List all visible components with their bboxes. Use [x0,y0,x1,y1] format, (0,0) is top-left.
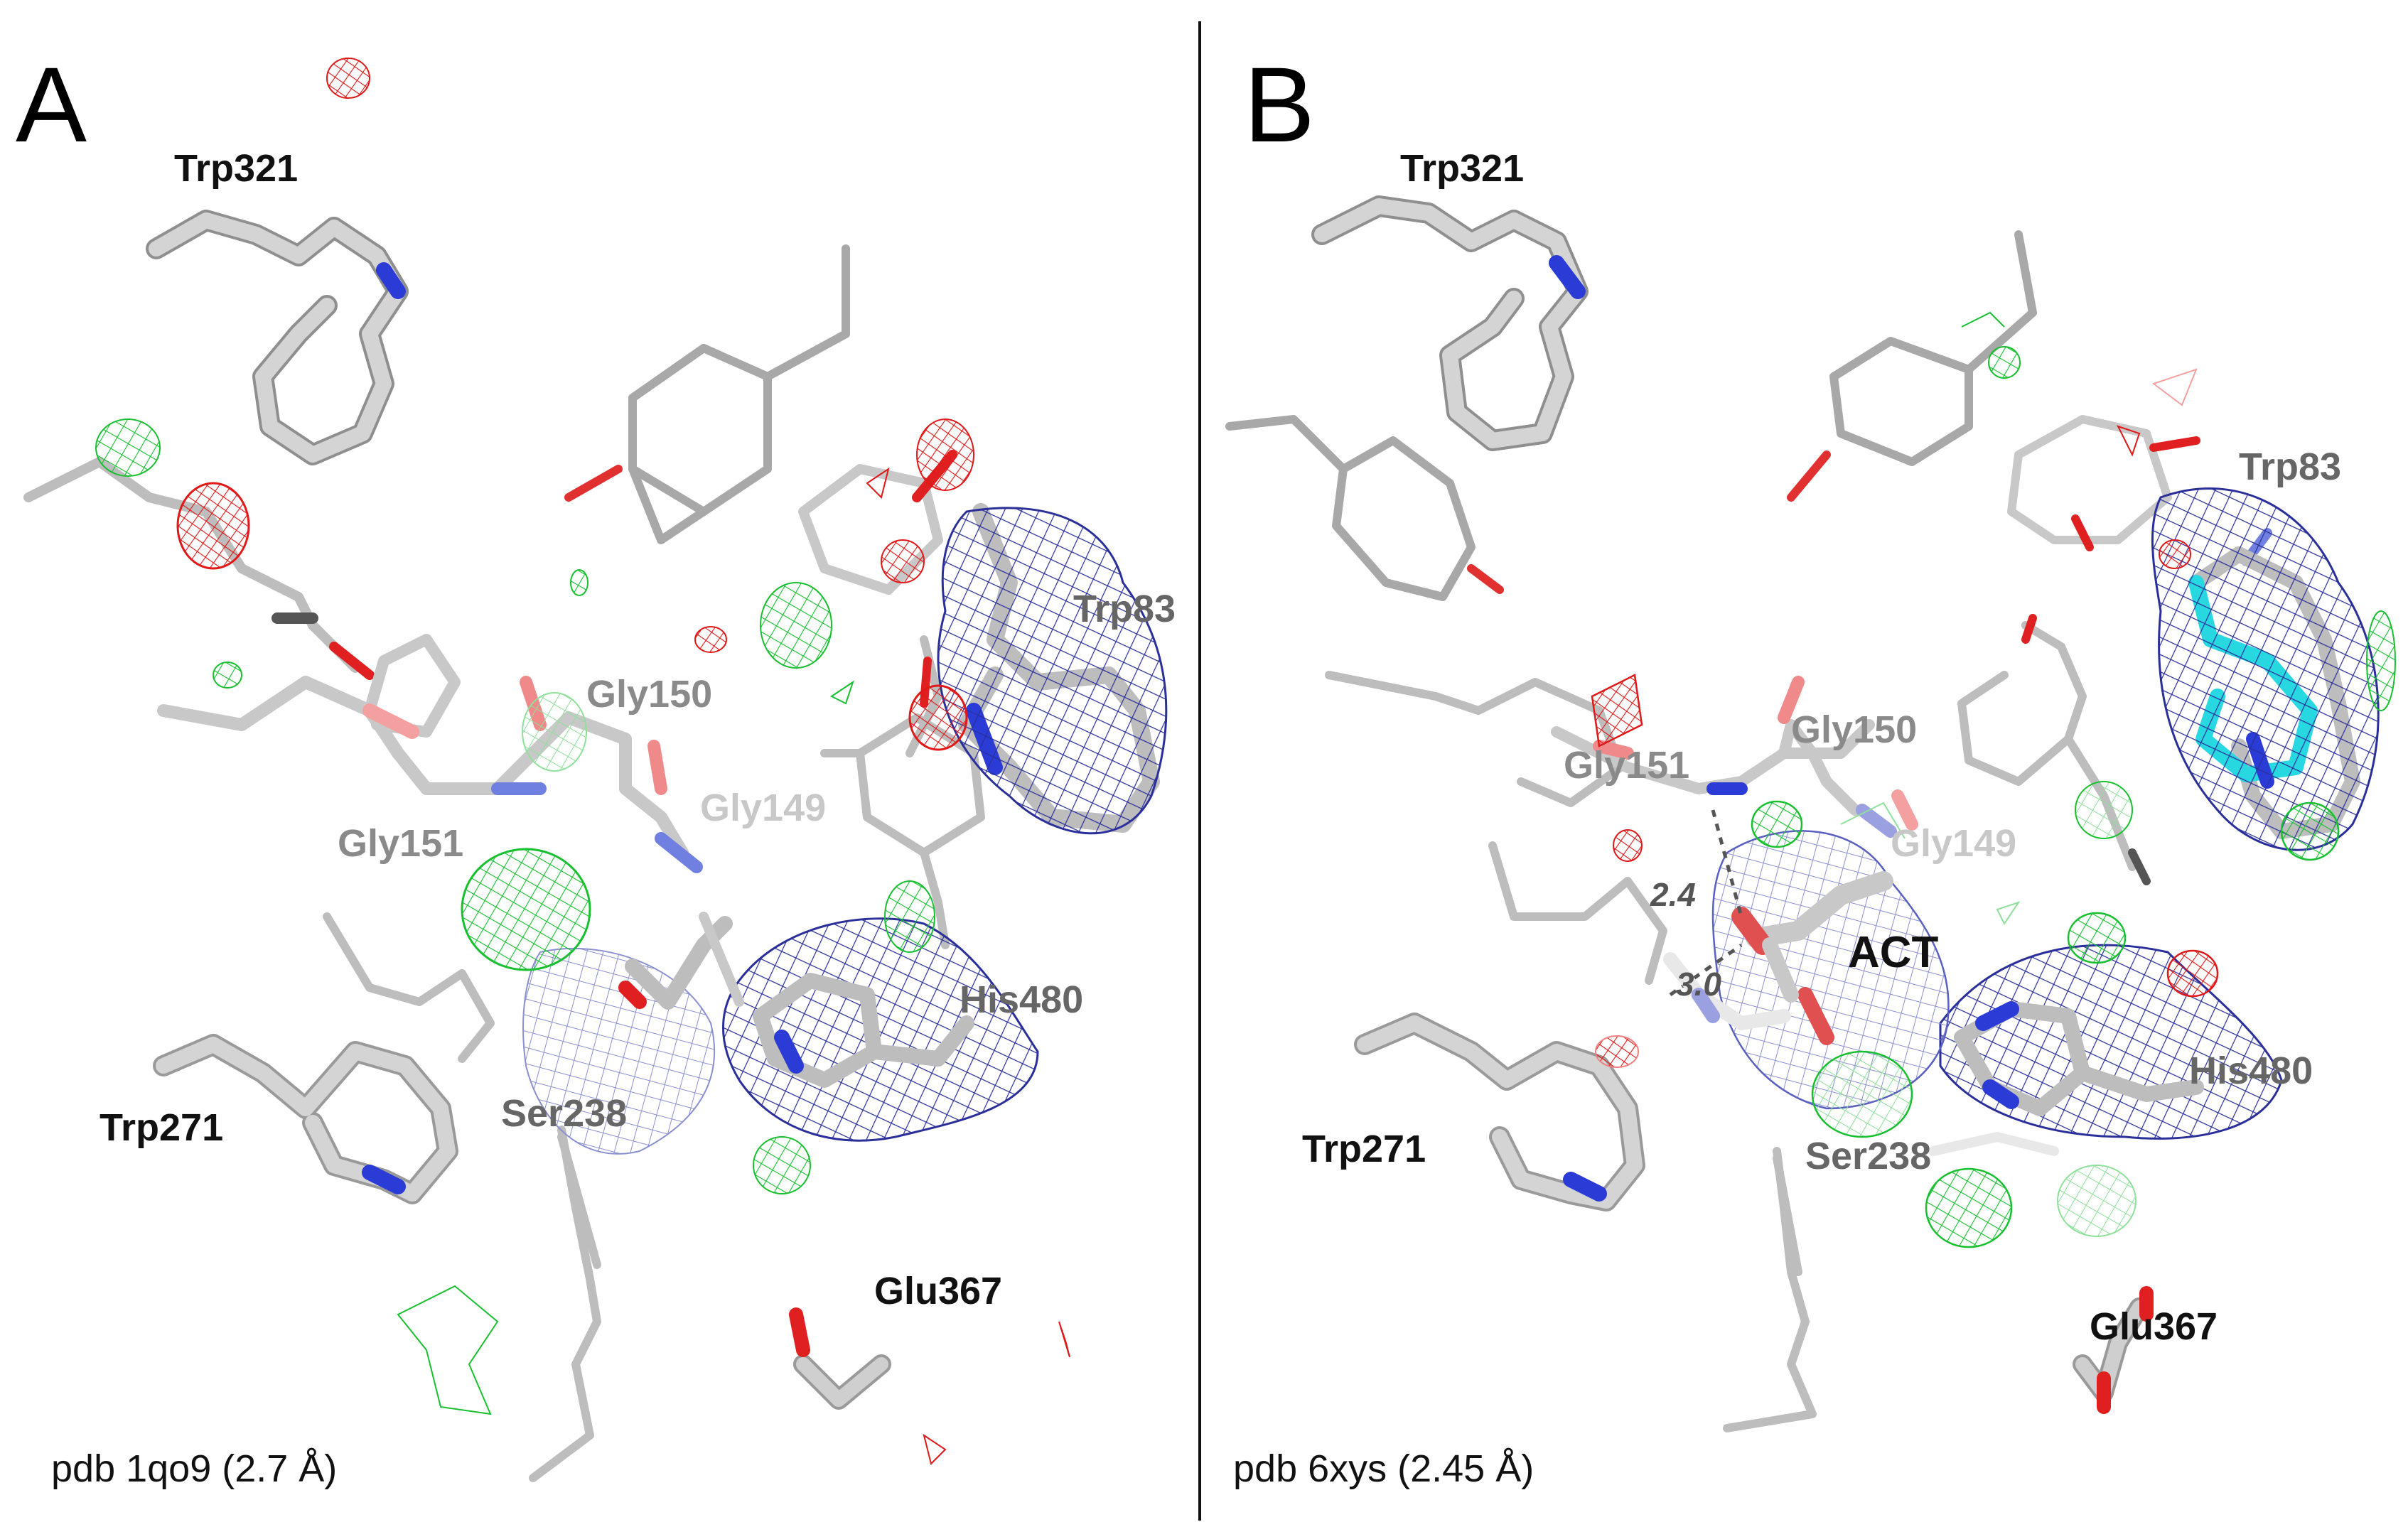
difference-density-positive [1751,311,2396,1248]
label-gly150: Gly150 [1791,708,1918,751]
residue-his480-sticks [1954,1001,2204,1116]
difference-density-positive [95,419,935,1415]
residue-gly-backbone [157,634,703,873]
label-glu367: Glu367 [874,1270,1003,1312]
residue-ser238-sticks [618,912,744,1010]
difference-density-negative [1591,368,2219,1068]
label-ser238: Ser238 [501,1092,628,1135]
electron-density-2fofc [522,507,1168,1155]
panel-b-caption: pdb 6xys (2.45 Å) [1233,1447,1534,1490]
residue-tyr-thin-sticks [1787,230,2037,502]
residue-tyr-thin-sticks [564,244,850,544]
residue-ser238-sticks [1663,952,2059,1156]
label-ser238: Ser238 [1805,1135,1932,1177]
electron-density-2fofc [1711,487,2380,1140]
residue-trp271-sticks [1354,1013,1645,1211]
residue-trp321-sticks [1311,195,1589,451]
panel-divider [1198,21,1201,1521]
panel-b-letter: B [1244,45,1316,164]
residue-phe-sticks [529,1126,601,1482]
label-gly151: Gly151 [338,822,464,865]
label-glu367: Glu367 [2090,1305,2218,1348]
label-gly149: Gly149 [700,787,827,829]
residue-leu-sticks [323,912,495,1063]
residue-tyr-left-sticks [1225,415,1504,601]
panel-a-letter: A [16,45,87,164]
label-trp83: Trp83 [2239,446,2342,488]
label-trp271: Trp271 [100,1106,224,1149]
distance-label: 2.4 [1650,876,1696,913]
label-gly151: Gly151 [1564,744,1690,787]
panel-a: A Trp321 Trp83 Gly150 Gly149 Gly151 His4… [0,0,1198,1522]
label-gly149: Gly149 [1891,822,2017,865]
residue-glu367-sticks [789,1307,891,1410]
label-his480: His480 [2189,1049,2313,1092]
residue-gly-backbone [1325,671,1918,838]
panel-b-structure [1225,195,2396,1432]
residue-phe-sticks [1723,1147,1817,1432]
residue-glu367-sticks [2073,1286,2154,1414]
label-his480: His480 [960,978,1084,1021]
label-act: ACT [1848,928,1939,977]
label-trp321: Trp321 [174,147,299,190]
residue-trp271-sticks [153,1034,458,1204]
distance-label: 3.0 [1676,966,1721,1003]
label-trp271: Trp271 [1302,1128,1426,1170]
residue-leu-sticks [1488,841,1667,985]
label-gly150: Gly150 [586,673,713,716]
ligand-act-sticks [1731,871,1893,1045]
label-trp83: Trp83 [1073,588,1176,630]
panel-a-caption: pdb 1qo9 (2.7 Å) [51,1447,338,1490]
panel-a-structure [23,58,1168,1482]
panel-b: B Trp321 Trp83 Gly151 Gly150 Gly149 ACT … [1201,0,2408,1522]
label-trp321: Trp321 [1400,147,1525,190]
hydrogen-bonds [1669,809,1743,997]
difference-density-negative [176,58,1070,1465]
residue-trp321-sticks [146,210,409,465]
residue-his480-sticks [753,973,974,1088]
